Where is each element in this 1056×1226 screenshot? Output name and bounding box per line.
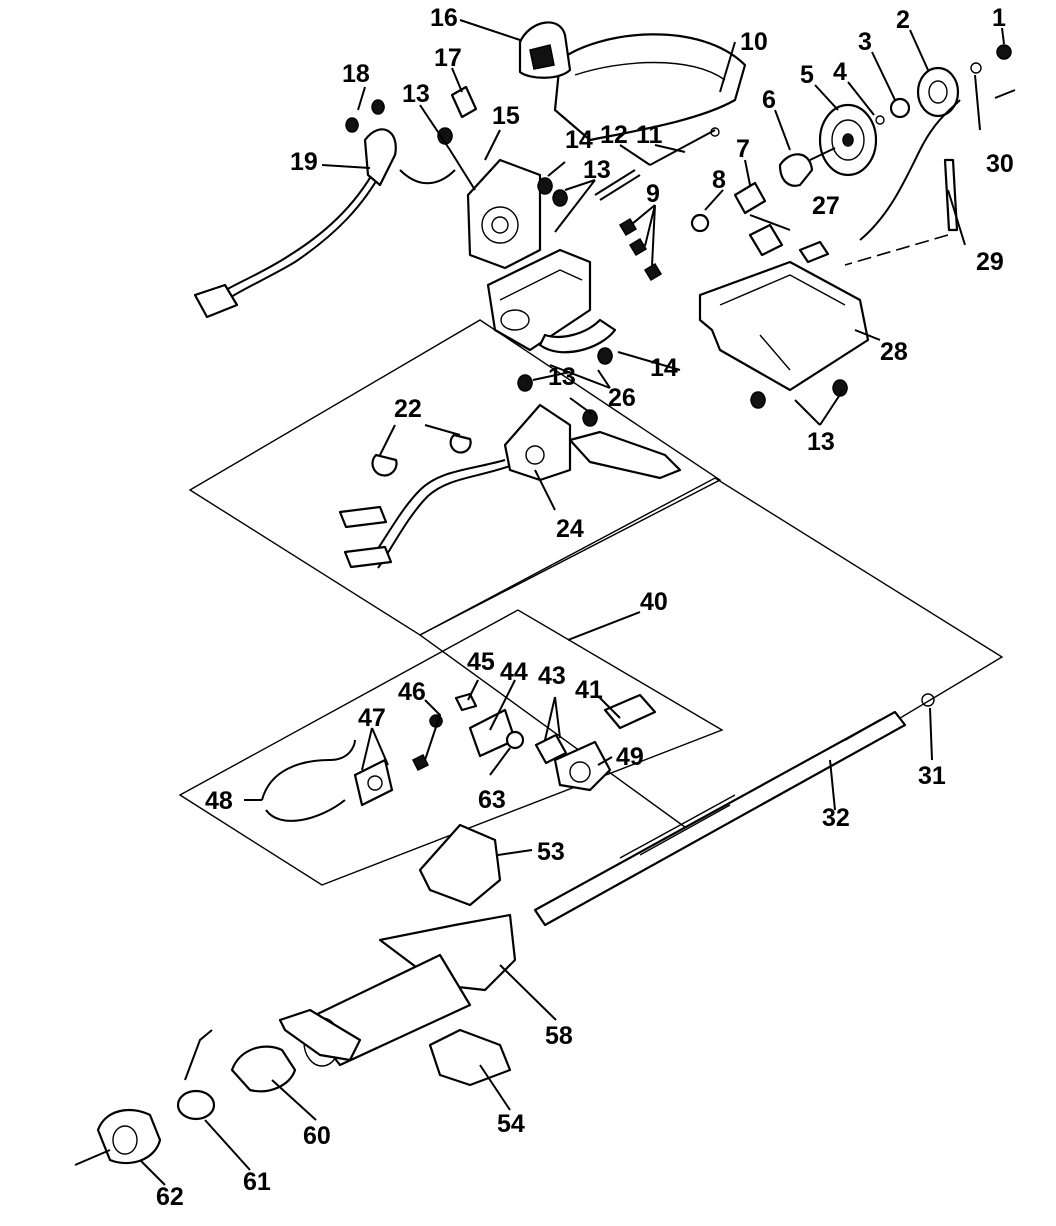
callout-24: 24 <box>556 515 584 543</box>
callout-18: 18 <box>342 60 370 88</box>
callout-62: 62 <box>156 1183 184 1211</box>
callout-53: 53 <box>537 838 565 866</box>
turn-signal-switch-part-24 <box>503 403 572 482</box>
callout-8: 8 <box>712 166 726 194</box>
housing-part-15 <box>466 158 542 270</box>
callout-6: 6 <box>762 86 776 114</box>
callout-46: 46 <box>398 678 426 706</box>
group-24-outline <box>188 319 722 636</box>
callout-9: 9 <box>646 180 660 208</box>
callout-32: 32 <box>822 804 850 832</box>
part-45 <box>454 692 478 712</box>
part-31 <box>921 693 935 707</box>
bracket-part-54 <box>428 1028 512 1087</box>
part-17 <box>450 85 478 119</box>
callout-40: 40 <box>640 588 668 616</box>
spring-part-7 <box>733 181 767 215</box>
clip-part-22a <box>371 453 398 477</box>
callout-58: 58 <box>545 1022 573 1050</box>
callout-60: 60 <box>303 1122 331 1150</box>
callout-12: 12 <box>600 121 628 149</box>
part-41 <box>603 693 657 730</box>
callout-13d: 13 <box>807 428 835 456</box>
callout-54: 54 <box>497 1110 525 1138</box>
part-3 <box>889 97 911 119</box>
callout-2: 2 <box>896 6 910 34</box>
part-29 <box>943 158 959 232</box>
callout-26: 26 <box>608 384 636 412</box>
lock-housing <box>486 248 592 352</box>
callout-22: 22 <box>394 395 422 423</box>
callout-49: 49 <box>616 743 644 771</box>
screw-part-9b <box>628 237 648 257</box>
callout-28: 28 <box>880 338 908 366</box>
shaft-part-32 <box>533 710 907 927</box>
callout-10: 10 <box>740 28 768 56</box>
callout-45: 45 <box>467 648 495 676</box>
callout-47: 47 <box>358 704 386 732</box>
callout-48: 48 <box>205 787 233 815</box>
callout-19: 19 <box>290 148 318 176</box>
spring-part-12 <box>594 169 641 201</box>
callout-14b: 14 <box>650 354 678 382</box>
callout-17: 17 <box>434 44 462 72</box>
part-43 <box>534 733 568 765</box>
leader-lines <box>139 19 1005 1186</box>
cover-part-10 <box>553 33 747 142</box>
lower-cover-part-28 <box>698 260 870 392</box>
part-8 <box>691 213 710 233</box>
nut-part-1 <box>996 44 1012 60</box>
callout-15: 15 <box>492 102 520 130</box>
callout-29: 29 <box>976 248 1004 276</box>
callout-14a: 14 <box>565 126 593 154</box>
part-49 <box>553 740 612 792</box>
part-46 <box>411 753 430 772</box>
pin-part-11 <box>649 129 716 166</box>
callout-13c: 13 <box>548 363 576 391</box>
callout-5: 5 <box>800 61 814 89</box>
screw-part-9c <box>643 262 663 282</box>
callout-44: 44 <box>500 658 528 686</box>
callout-13a: 13 <box>402 80 430 108</box>
part-61 <box>176 1089 216 1121</box>
callout-1: 1 <box>992 4 1006 32</box>
wire-part-48 <box>261 739 356 801</box>
part-6 <box>778 153 814 187</box>
bracket-part-53 <box>418 823 502 907</box>
callout-41: 41 <box>575 676 603 704</box>
callout-31: 31 <box>918 762 946 790</box>
callout-61: 61 <box>243 1168 271 1196</box>
callout-7: 7 <box>736 135 750 163</box>
part-2 <box>916 66 960 118</box>
part-30 <box>970 62 982 74</box>
callout-13b: 13 <box>583 156 611 184</box>
part-63 <box>505 730 525 750</box>
callout-3: 3 <box>858 28 872 56</box>
callout-16: 16 <box>430 4 458 32</box>
callout-27: 27 <box>812 192 840 220</box>
part-27 <box>748 223 784 257</box>
callout-11: 11 <box>636 121 663 149</box>
callout-63: 63 <box>478 786 506 814</box>
bearing-part-60 <box>230 1045 297 1093</box>
group-40-outline <box>178 609 724 886</box>
harness-part-19 <box>209 159 381 301</box>
part-47 <box>353 758 394 807</box>
part-4 <box>875 115 885 125</box>
signal-lever <box>568 430 682 480</box>
clip-part-22b <box>449 433 472 454</box>
callout-43: 43 <box>538 662 566 690</box>
callout-30: 30 <box>986 150 1014 178</box>
callout-4: 4 <box>833 58 847 86</box>
callouts: 1 2 3 4 5 6 7 8 9 10 11 12 13 13 13 13 1… <box>156 4 1014 1211</box>
part-62 <box>96 1108 162 1165</box>
